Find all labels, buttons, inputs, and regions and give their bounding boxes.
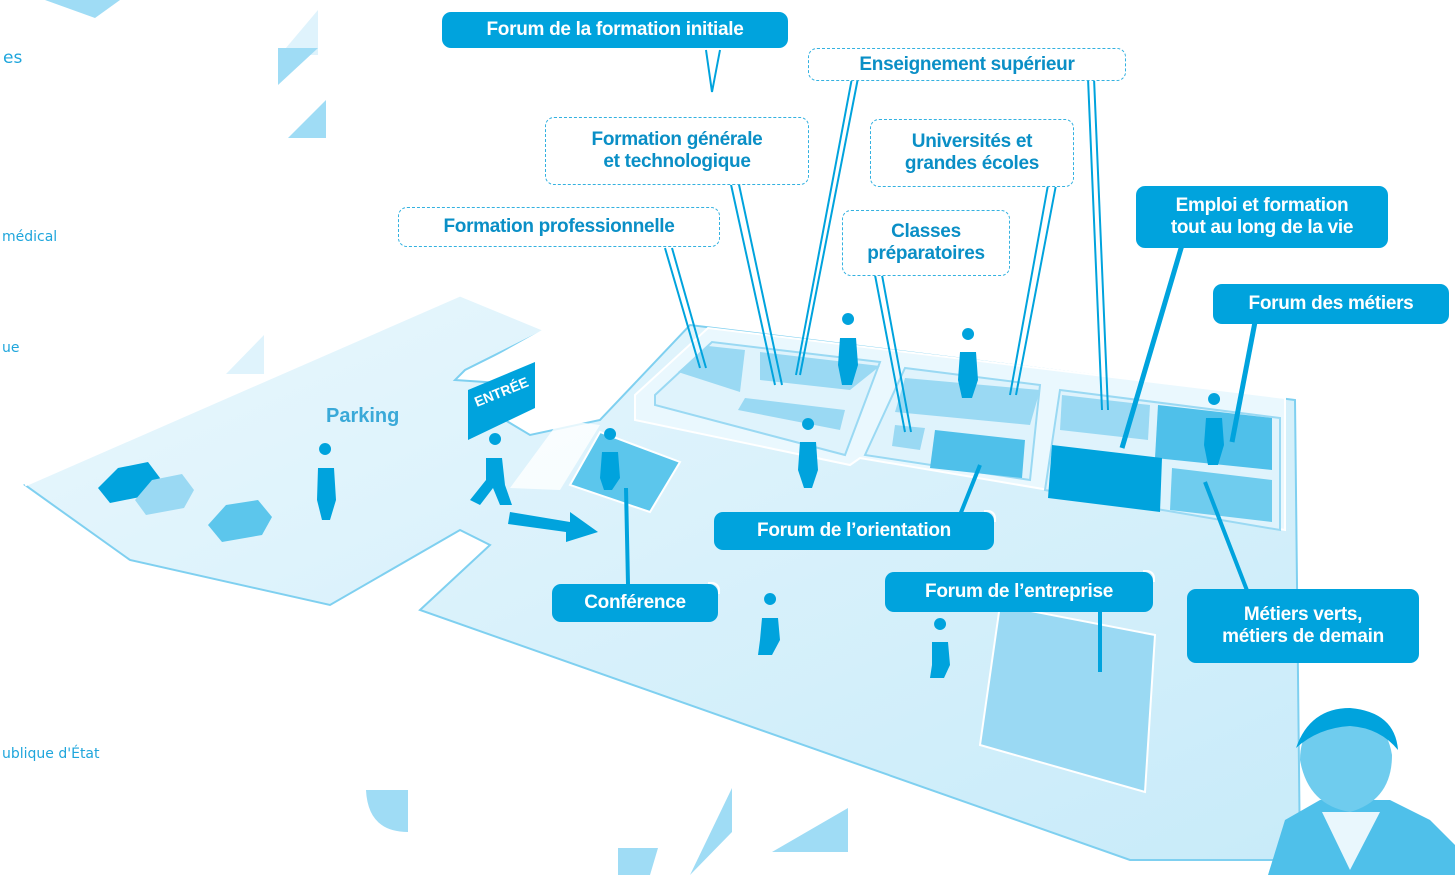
label-classes-preparatoires: Classes préparatoires [842, 210, 1010, 276]
sidebar-fragment-1: es [3, 48, 23, 68]
label-conference: Conférence [552, 582, 720, 622]
label-formation-professionnelle: Formation professionnelle [398, 207, 720, 247]
label-metiers-verts: Métiers verts, métiers de demain [1187, 587, 1421, 663]
student-photo [1268, 708, 1455, 875]
entrance-sign [468, 362, 598, 542]
people-silhouettes [317, 313, 1224, 678]
label-forum-formation-initiale: Forum de la formation initiale [442, 10, 790, 48]
sidebar-fragment-3: ue [2, 340, 20, 356]
label-universites: Universités et grandes écoles [870, 119, 1074, 187]
label-emploi-formation: Emploi et formation tout au long de la v… [1136, 184, 1390, 248]
sidebar-fragment-4: ublique d'État [2, 746, 100, 762]
label-forum-metiers: Forum des métiers [1213, 282, 1451, 324]
floor-plan [22, 293, 1302, 861]
parking-label: Parking [326, 405, 400, 427]
label-forum-entreprise: Forum de l’entreprise [885, 570, 1155, 612]
label-enseignement-superieur: Enseignement supérieur [808, 48, 1126, 81]
decorative-shapes [45, 0, 848, 875]
label-forum-orientation: Forum de l’orientation [714, 510, 996, 550]
label-formation-generale: Formation générale et technologique [545, 117, 809, 185]
sidebar-fragment-2: médical [2, 229, 58, 245]
parking-cars [98, 462, 272, 542]
leader-lines [624, 49, 1258, 672]
